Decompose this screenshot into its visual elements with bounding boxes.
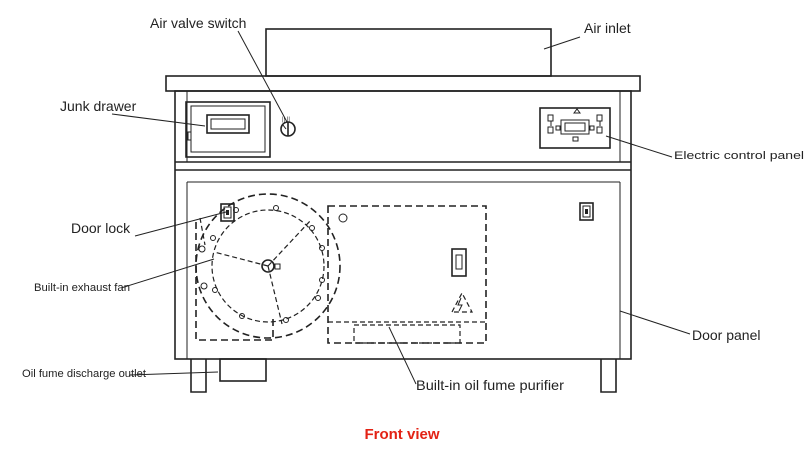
builtin-oil-fume-purifier xyxy=(327,205,487,344)
leader-door-lock xyxy=(134,211,227,237)
leader-builtin-oil-fume-purifier xyxy=(388,326,417,385)
label-door-panel: Door panel xyxy=(692,327,761,343)
leader-air-valve-switch xyxy=(237,30,288,123)
junk-drawer xyxy=(185,101,271,158)
label-air-valve-switch: Air valve switch xyxy=(150,15,246,31)
electric-control-panel xyxy=(539,107,611,149)
label-builtin-oil-fume-purifier: Built-in oil fume purifier xyxy=(416,377,564,393)
leader-electric-control-panel xyxy=(605,135,673,158)
leg-left xyxy=(190,359,207,393)
top-slab xyxy=(165,75,641,92)
leader-air-inlet xyxy=(543,36,581,50)
door-lock-right xyxy=(579,202,594,221)
leg-right xyxy=(600,359,617,393)
label-builtin-exhaust-fan: Built-in exhaust fan xyxy=(34,282,130,294)
oil-fume-discharge-outlet xyxy=(219,358,267,382)
label-air-inlet: Air inlet xyxy=(584,20,631,36)
label-junk-drawer: Junk drawer xyxy=(60,98,137,114)
label-oil-fume-discharge-outlet: Oil fume discharge outlet xyxy=(22,368,146,380)
leader-builtin-exhaust-fan xyxy=(120,258,215,289)
leader-oil-fume-discharge-outlet xyxy=(129,371,219,376)
air-inlet-box xyxy=(265,28,552,77)
label-door-lock: Door lock xyxy=(71,220,131,236)
leader-door-panel xyxy=(619,310,691,335)
label-electric-control-panel: Electric control panel xyxy=(674,150,804,162)
diagram-caption: Front view xyxy=(364,426,440,443)
cabinet-body xyxy=(174,90,632,360)
air-valve-switch: || || xyxy=(280,117,296,137)
builtin-exhaust-fan xyxy=(195,193,341,341)
leader-junk-drawer xyxy=(111,113,206,127)
